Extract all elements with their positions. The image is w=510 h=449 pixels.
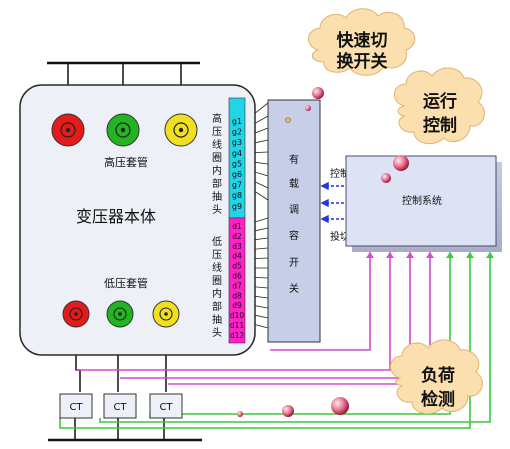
tap-label-d9: d9 (232, 301, 242, 310)
control-system-input-arrows (366, 252, 494, 258)
tap-label-d1: d1 (232, 222, 242, 231)
svg-text:圈: 圈 (212, 152, 222, 164)
svg-text:线: 线 (212, 138, 222, 151)
hv-bushing (164, 113, 198, 147)
cloud-load-detection-line2: 检测 (421, 389, 455, 410)
tap-label-d5: d5 (232, 262, 242, 271)
tap-label-d12: d12 (230, 331, 245, 340)
lv-bushing (106, 300, 134, 328)
hv-bushing (106, 113, 140, 147)
tap-label-g1: g1 (232, 117, 242, 126)
svg-text:高: 高 (212, 112, 222, 125)
lv-bushing (62, 300, 90, 328)
lv-bushing-label: 低压套管 (104, 276, 148, 290)
tap-label-d11: d11 (230, 321, 245, 330)
thought-bubble (331, 397, 349, 415)
tap-label-d2: d2 (232, 232, 242, 241)
lv-bushings (62, 300, 180, 328)
tap-label-d4: d4 (232, 252, 242, 261)
svg-text:抽: 抽 (212, 190, 222, 203)
ct-label: CT (113, 402, 127, 413)
svg-text:压: 压 (212, 126, 222, 138)
tap-label-g8: g8 (232, 191, 242, 200)
oltc-label-char: 关 (289, 282, 299, 295)
ct-box: CT (103, 393, 137, 419)
oltc-label-char: 调 (289, 204, 299, 216)
svg-text:圈: 圈 (212, 275, 222, 287)
tap-label-g6: g6 (232, 170, 242, 179)
lv-tap-vertical-label: 低 压 线 圈 内 部 抽 头 (212, 235, 222, 339)
cloud-fast-switch-line2: 换开关 (337, 51, 388, 72)
oltc-label-char: 有 (289, 153, 299, 166)
control-system: 控制系统 (345, 155, 502, 252)
svg-text:内: 内 (212, 287, 222, 300)
thought-bubble (393, 155, 409, 171)
tap-label-d8: d8 (232, 291, 242, 300)
svg-text:线: 线 (212, 261, 222, 274)
tap-label-g7: g7 (232, 181, 242, 190)
current-transformers: CT CT CT (59, 393, 183, 419)
transformer-body-label: 变压器本体 (76, 207, 156, 226)
thought-bubble (282, 405, 294, 417)
hv-bushings (51, 113, 198, 147)
tap-label-g3: g3 (232, 138, 242, 147)
svg-text:部: 部 (212, 300, 222, 313)
tap-label-g2: g2 (232, 128, 242, 137)
svg-text:部: 部 (212, 177, 222, 190)
on-load-tap-changer: 有 载 调 容 开 关 (267, 99, 321, 343)
tap-label-d10: d10 (230, 311, 245, 320)
svg-text:低: 低 (212, 235, 222, 248)
svg-text:头: 头 (212, 327, 222, 339)
svg-text:抽: 抽 (212, 313, 222, 326)
cloud-operation-control-line1: 运行 (423, 91, 457, 112)
tap-label-d7: d7 (232, 281, 242, 290)
svg-text:内: 内 (212, 164, 222, 177)
cloud-load-detection: 负荷 检测 (390, 339, 483, 415)
tap-label-g9: g9 (232, 202, 242, 211)
ct-label: CT (159, 402, 173, 413)
hv-bushing-label: 高压套管 (104, 155, 148, 169)
cloud-fast-switch-line1: 快速切 (337, 30, 388, 51)
tap-label-g5: g5 (232, 159, 242, 168)
thought-bubble (312, 87, 324, 99)
oltc-label-char: 开 (289, 258, 299, 269)
thought-bubble (305, 105, 311, 111)
ct-box: CT (59, 393, 93, 419)
transformer-body: 变压器本体 高压套管 低压套管 (19, 84, 256, 356)
lv-bushing (152, 300, 180, 328)
cloud-load-detection-line1: 负荷 (421, 365, 455, 386)
switch-arrow-label: 投切 (330, 230, 350, 243)
svg-text:压: 压 (212, 249, 222, 261)
oltc-label-char: 载 (289, 178, 299, 190)
tap-label-d6: d6 (232, 272, 242, 281)
ct-box: CT (149, 393, 183, 419)
svg-text:头: 头 (212, 204, 222, 216)
cloud-operation-control: 运行 控制 (394, 67, 485, 145)
hv-tap-vertical-label: 高 压 线 圈 内 部 抽 头 (212, 112, 222, 216)
oltc-indicator (285, 117, 291, 123)
thought-bubble (381, 173, 391, 183)
hv-bushing (51, 113, 85, 147)
tap-label-g4: g4 (232, 149, 242, 158)
control-system-label: 控制系统 (402, 194, 442, 207)
cloud-operation-control-line2: 控制 (423, 115, 457, 136)
thought-bubble (237, 411, 243, 417)
control-arrow-label: 控制 (330, 167, 350, 180)
cloud-fast-switch: 快速切 换开关 (308, 8, 416, 76)
tap-label-d3: d3 (232, 242, 242, 251)
oltc-label-char: 容 (289, 229, 299, 242)
ct-label: CT (69, 402, 83, 413)
